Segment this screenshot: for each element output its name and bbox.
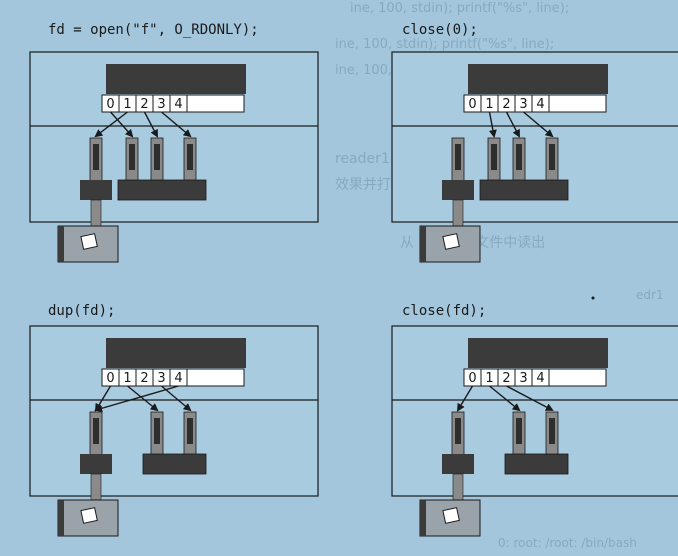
fd-cell-label: 4 xyxy=(536,371,544,386)
pipe-core xyxy=(516,144,522,170)
pipe-base xyxy=(117,179,207,201)
fd-arrow xyxy=(143,111,158,138)
fd-cell-label: 3 xyxy=(157,371,165,386)
file-icon xyxy=(80,507,98,524)
pipe-core xyxy=(154,144,160,170)
fd-cell-label: 0 xyxy=(468,97,476,112)
fd-arrow xyxy=(94,111,128,138)
fd-cell-label: 2 xyxy=(502,97,510,112)
stray-dot xyxy=(591,296,595,300)
pipe-core xyxy=(187,144,193,170)
fd-cell-label: 1 xyxy=(123,97,131,112)
pipe-core xyxy=(516,418,522,444)
pipe-core xyxy=(93,144,99,170)
fd-cell-label: 4 xyxy=(174,97,182,112)
panel-caption: dup(fd); xyxy=(48,303,115,319)
fd-arrow xyxy=(161,111,192,138)
fd-cell-4 xyxy=(531,368,550,387)
file-box-edge xyxy=(58,500,64,536)
fd-cell-label: 3 xyxy=(157,97,165,112)
file-icon xyxy=(442,507,460,524)
pipe-base xyxy=(479,179,569,201)
fd-arrow xyxy=(109,111,134,138)
pipe-core xyxy=(455,418,461,444)
fd-cell-label: 1 xyxy=(485,97,493,112)
fd-arrow xyxy=(523,111,554,138)
pipe-core xyxy=(154,418,160,444)
stdin-base xyxy=(442,454,474,474)
pipe-core xyxy=(455,144,461,170)
pipe-core xyxy=(491,144,497,170)
file-icon xyxy=(80,233,98,250)
fd-cell-label: 0 xyxy=(106,97,114,112)
pipe-base xyxy=(504,453,569,475)
fd-cell-label: 3 xyxy=(519,371,527,386)
stdin-base xyxy=(80,180,112,200)
fd-cell-label: 2 xyxy=(502,371,510,386)
bg-side-4: 0: root: /root: /bin/bash xyxy=(498,536,637,550)
fd-arrow xyxy=(488,111,497,138)
panel-caption: fd = open("f", O_RDONLY); xyxy=(48,22,259,38)
file-connector xyxy=(90,473,102,503)
fd-arrow xyxy=(506,385,554,411)
pipe-core xyxy=(549,144,555,170)
fd-cell-label: 1 xyxy=(485,371,493,386)
fd-arrow xyxy=(456,385,474,412)
file-connector xyxy=(452,473,464,503)
fd-cell-label: 0 xyxy=(106,371,114,386)
pipe-core xyxy=(129,144,135,170)
file-icon xyxy=(442,233,460,250)
bg-line-b: ine, 100, stdin); printf("%s", line); xyxy=(335,37,554,52)
file-connector xyxy=(90,199,102,229)
file-box-edge xyxy=(58,226,64,262)
file-box-edge xyxy=(420,500,426,536)
fd-cell-label: 4 xyxy=(536,97,544,112)
fd-cell-label: 2 xyxy=(140,371,148,386)
fd-cell-label: 4 xyxy=(174,371,182,386)
pipe-core xyxy=(549,418,555,444)
stdin-base xyxy=(442,180,474,200)
process-header xyxy=(106,64,246,94)
fd-cell-label: 3 xyxy=(519,97,527,112)
panel-caption: close(fd); xyxy=(402,303,486,319)
bg-side-1: edr1 xyxy=(636,288,664,302)
bg-line-a: ine, 100, stdin); printf("%s", line); xyxy=(350,1,569,16)
fd-cell-label: 0 xyxy=(468,371,476,386)
process-header xyxy=(468,64,608,94)
fd-arrow xyxy=(505,111,520,138)
process-header xyxy=(106,338,246,368)
process-header xyxy=(468,338,608,368)
fd-cell-4 xyxy=(531,94,550,113)
pipe-base xyxy=(142,453,207,475)
fd-cell-label: 1 xyxy=(123,371,131,386)
fd-arrow xyxy=(489,385,521,412)
stdin-base xyxy=(80,454,112,474)
fd-cell-label: 2 xyxy=(140,97,148,112)
fd-arrow xyxy=(127,385,159,412)
pipe-core xyxy=(93,418,99,444)
panel-caption: close(0); xyxy=(402,22,478,38)
file-connector xyxy=(452,199,464,229)
file-box-edge xyxy=(420,226,426,262)
fd-arrow xyxy=(94,385,179,413)
fd-cell-4 xyxy=(169,94,188,113)
pipe-core xyxy=(187,418,193,444)
